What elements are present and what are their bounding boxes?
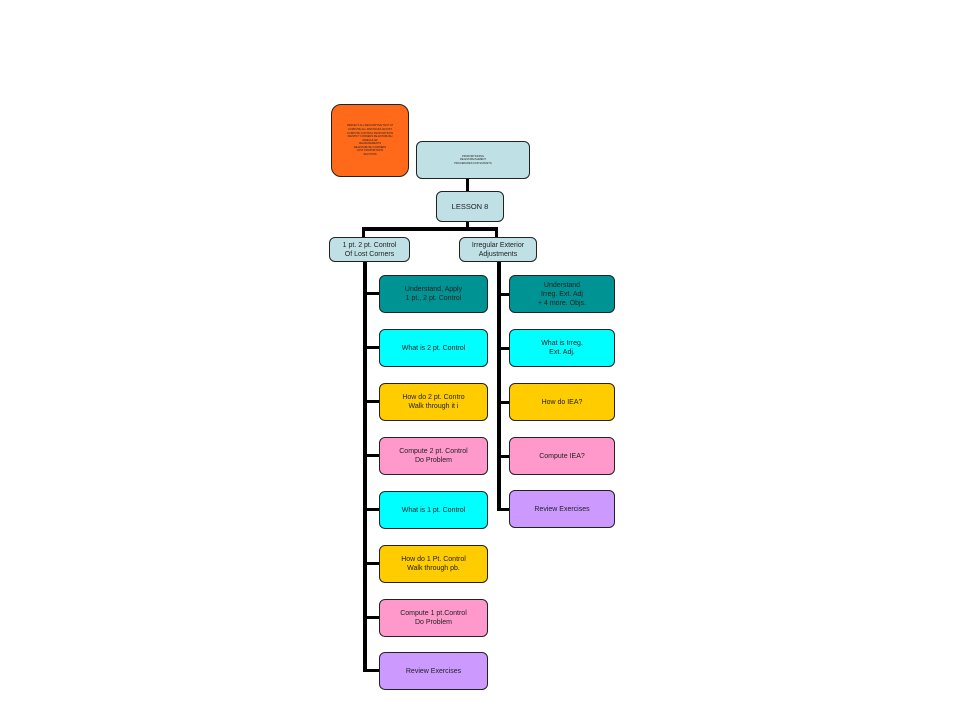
top-node-text: PROPORTIONING RE-ESTABLISHMENT PROCEDURE… — [454, 154, 492, 165]
connector-tick — [497, 293, 509, 296]
node-label: How do 2 pt. Contro Walk through it i — [402, 394, 465, 410]
what-node: What is Irreg. Ext. Adj. — [509, 329, 615, 367]
lesson-node-label: LESSON 8 — [451, 201, 489, 211]
review-node: Review Exercises — [379, 652, 488, 690]
connector-tick — [363, 669, 379, 672]
connector-tick — [363, 346, 379, 349]
how-node: How do 1 Pt. Control Walk through pb. — [379, 545, 488, 583]
node-label: Review Exercises — [534, 505, 590, 513]
branch-node-label: Irregular Exterior Adjustments — [471, 241, 525, 258]
connector-tick — [363, 400, 379, 403]
how-node: How do 2 pt. Contro Walk through it i — [379, 383, 488, 421]
branch-node-control: 1 pt. 2 pt. Control Of Lost Corners — [329, 237, 410, 262]
connector-tick — [497, 401, 509, 404]
compute-node: Compute 2 pt. Control Do Problem — [379, 437, 488, 475]
objective-node: Understand Irreg. Ext. Adj + 4 more. Obj… — [509, 275, 615, 313]
node-label: Compute IEA? — [539, 452, 585, 460]
node-label: Understand Irreg. Ext. Adj + 4 more. Obj… — [537, 281, 587, 307]
connector-tick — [497, 455, 509, 458]
connector-left-branch — [362, 227, 365, 237]
connector-tick — [363, 562, 379, 565]
lesson-node: LESSON 8 — [436, 191, 504, 222]
connector-top-to-lesson — [466, 179, 469, 191]
how-node: How do IEA? — [509, 383, 615, 421]
node-label: How do 1 Pt. Control Walk through pb. — [401, 556, 466, 572]
connector-tick — [363, 616, 379, 619]
node-label: Understand, Apply 1 pt., 2 pt. Control — [404, 286, 463, 302]
connector-left-spine — [363, 262, 367, 672]
connector-right-spine — [497, 262, 501, 510]
node-label: What is Irreg. Ext. Adj. — [541, 340, 583, 356]
objective-node: Understand, Apply 1 pt., 2 pt. Control — [379, 275, 488, 313]
node-label: Compute 1 pt.Control Do Problem — [400, 610, 467, 626]
branch-node-irregular: Irregular Exterior Adjustments — [459, 237, 537, 262]
connector-tick — [363, 454, 379, 457]
compute-node: Compute 1 pt.Control Do Problem — [379, 599, 488, 637]
top-node: PROPORTIONING RE-ESTABLISHMENT PROCEDURE… — [416, 141, 530, 179]
node-label: Compute 2 pt. Control Do Problem — [399, 448, 468, 464]
connector-right-branch — [495, 227, 498, 237]
node-label: What is 1 pt. Control — [401, 506, 466, 514]
note-box: PERFECT ALL DESCRIPTIVE TEXT AT COMPUTE … — [331, 104, 409, 177]
note-box-text: PERFECT ALL DESCRIPTIVE TEXT AT COMPUTE … — [346, 124, 394, 157]
node-label: What is 2 pt. Control — [401, 344, 466, 352]
node-label: Review Exercises — [405, 667, 462, 675]
node-label: How do IEA? — [541, 398, 583, 406]
compute-node: Compute IEA? — [509, 437, 615, 475]
review-node: Review Exercises — [509, 490, 615, 528]
connector-lesson-horizontal — [362, 227, 498, 231]
connector-lesson-down — [466, 222, 469, 229]
connector-tick — [363, 292, 379, 295]
connector-tick — [497, 347, 509, 350]
connector-tick — [363, 508, 379, 511]
what-node: What is 1 pt. Control — [379, 491, 488, 529]
connector-tick — [497, 508, 509, 511]
branch-node-label: 1 pt. 2 pt. Control Of Lost Corners — [342, 241, 397, 258]
what-node: What is 2 pt. Control — [379, 329, 488, 367]
